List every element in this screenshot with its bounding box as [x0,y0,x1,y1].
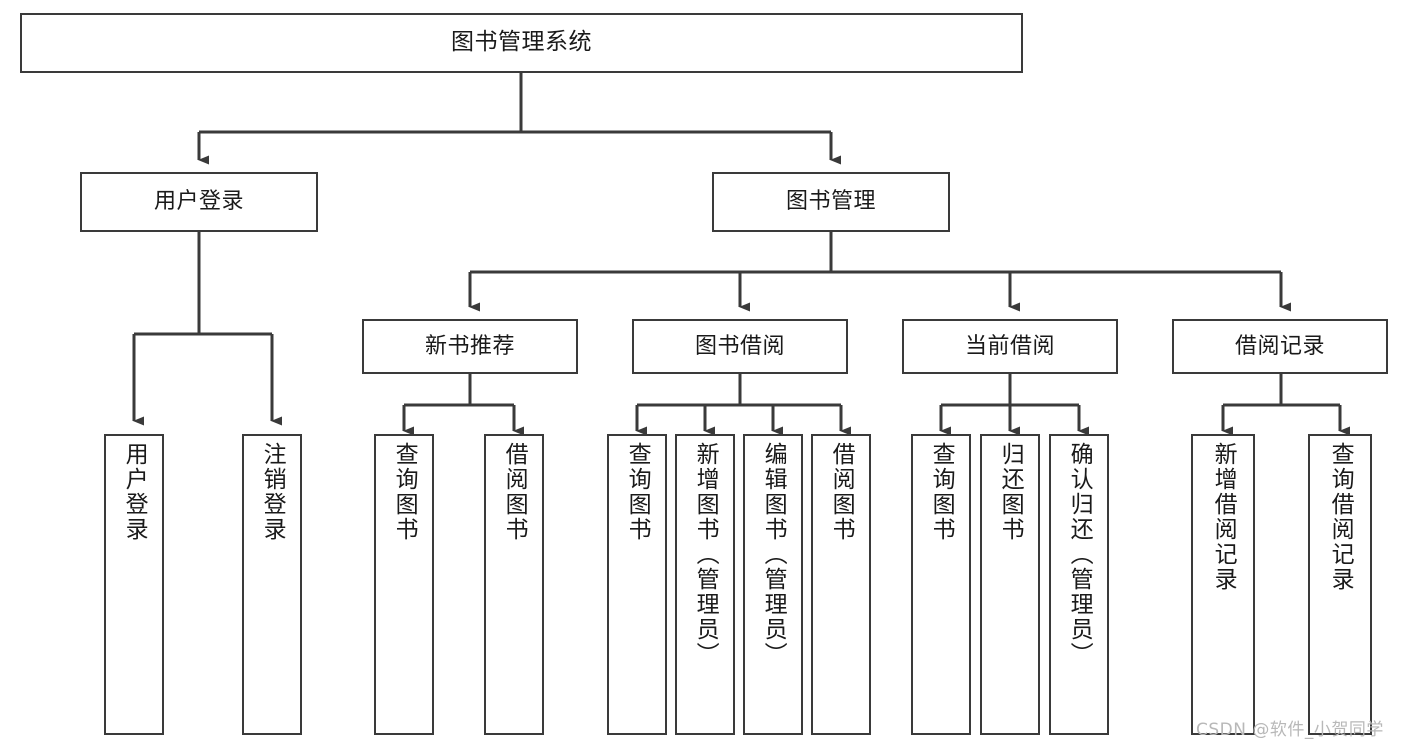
node-leaf-borrow-lend-book[interactable]: 借阅图书 [811,434,871,735]
node-current-borrow-label: 当前借阅 [964,333,1055,359]
node-borrow-record-label: 借阅记录 [1234,333,1325,359]
node-leaf-recommend-query-book-label: 查询图书 [391,442,418,542]
node-current-borrow[interactable]: 当前借阅 [902,319,1118,374]
node-leaf-user-logout[interactable]: 注销登录 [242,434,302,735]
node-leaf-record-search[interactable]: 查询借阅记录 [1308,434,1372,735]
node-root[interactable]: 图书管理系统 [20,13,1023,73]
node-leaf-recommend-borrow-book-label: 借阅图书 [501,442,528,542]
node-user-login-label: 用户登录 [153,189,244,215]
node-leaf-record-add-label: 新增借阅记录 [1210,442,1237,592]
node-leaf-current-return-book[interactable]: 归还图书 [980,434,1040,735]
node-book-manage[interactable]: 图书管理 [712,172,950,232]
node-leaf-borrow-edit-book[interactable]: 编辑图书（管理员） [743,434,803,735]
node-leaf-current-confirm-return[interactable]: 确认归还（管理员） [1049,434,1109,735]
node-leaf-record-add[interactable]: 新增借阅记录 [1191,434,1255,735]
node-book-borrow-label: 图书借阅 [694,333,785,359]
node-leaf-borrow-edit-book-label: 编辑图书（管理员） [760,442,787,667]
node-borrow-record[interactable]: 借阅记录 [1172,319,1388,374]
node-leaf-borrow-add-book[interactable]: 新增图书（管理员） [675,434,735,735]
node-leaf-current-return-book-label: 归还图书 [997,442,1024,542]
node-leaf-borrow-query-book[interactable]: 查询图书 [607,434,667,735]
node-leaf-recommend-query-book[interactable]: 查询图书 [374,434,434,735]
node-root-label: 图书管理系统 [451,29,592,56]
node-leaf-borrow-add-book-label: 新增图书（管理员） [692,442,719,667]
node-new-book-recommend-label: 新书推荐 [424,333,515,359]
node-leaf-user-login[interactable]: 用户登录 [104,434,164,735]
node-leaf-borrow-lend-book-label: 借阅图书 [828,442,855,542]
node-leaf-recommend-borrow-book[interactable]: 借阅图书 [484,434,544,735]
node-user-login[interactable]: 用户登录 [80,172,318,232]
node-book-borrow[interactable]: 图书借阅 [632,319,848,374]
node-leaf-current-confirm-return-label: 确认归还（管理员） [1066,442,1093,667]
csdn-watermark: CSDN @软件_小贺同学 [1196,720,1384,740]
node-leaf-current-query-book[interactable]: 查询图书 [911,434,971,735]
node-book-manage-label: 图书管理 [785,189,876,215]
node-leaf-borrow-query-book-label: 查询图书 [624,442,651,542]
node-leaf-current-query-book-label: 查询图书 [928,442,955,542]
node-leaf-user-login-label: 用户登录 [121,442,148,542]
node-leaf-record-search-label: 查询借阅记录 [1327,442,1354,592]
node-leaf-user-logout-label: 注销登录 [259,442,286,542]
node-new-book-recommend[interactable]: 新书推荐 [362,319,578,374]
